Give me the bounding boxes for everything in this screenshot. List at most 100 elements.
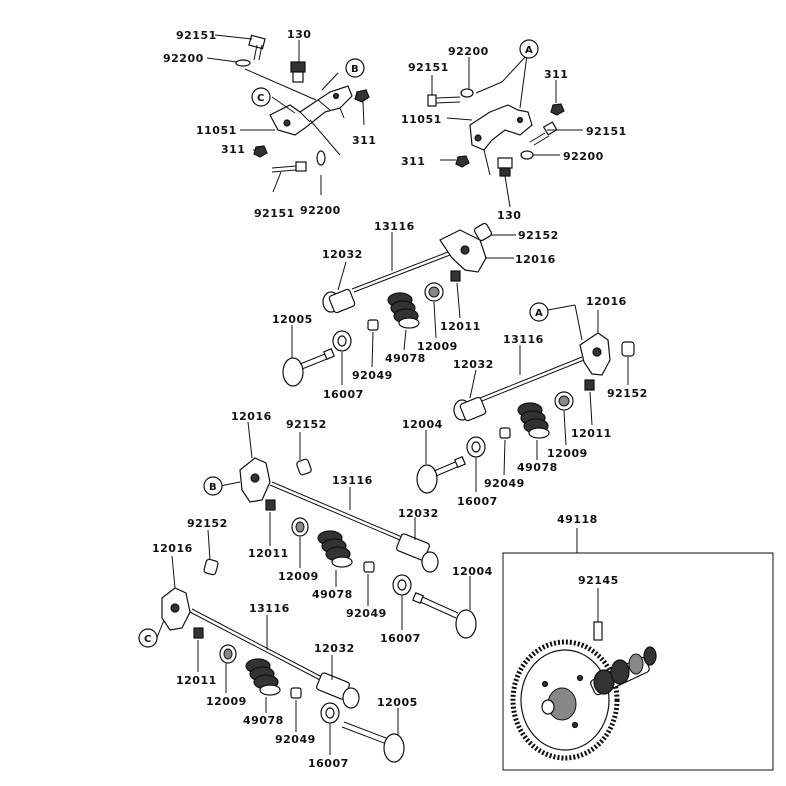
nut-12011-3 — [265, 499, 276, 511]
label-92049: 92049 — [275, 733, 316, 746]
collet-92049-1 — [367, 319, 379, 331]
nut-130-tr — [497, 157, 513, 177]
valve-spring-49078-4 — [245, 658, 281, 696]
label-92200: 92200 — [300, 204, 341, 217]
valve-12005-1 — [282, 348, 335, 387]
callout-letter-b-mid: B — [209, 482, 217, 493]
label-13116: 13116 — [503, 333, 544, 346]
label-92049: 92049 — [352, 369, 393, 382]
label-12009: 12009 — [278, 570, 319, 583]
label-311: 311 — [221, 143, 245, 156]
label-12009: 12009 — [206, 695, 247, 708]
top-right-lever-assembly — [427, 39, 583, 208]
tappet-12032-2 — [453, 396, 487, 422]
label-92200: 92200 — [448, 45, 489, 58]
label-130: 130 — [497, 209, 521, 222]
valve-12005-4 — [341, 721, 405, 763]
nut-130-top — [290, 61, 306, 83]
label-12032: 12032 — [314, 642, 355, 655]
valve-train-1 — [282, 222, 516, 387]
bolt-92151-lower — [271, 161, 307, 173]
nut-12011-1 — [450, 270, 461, 282]
nut-311-tr — [550, 103, 565, 116]
label-13116: 13116 — [332, 474, 373, 487]
label-16007: 16007 — [457, 495, 498, 508]
label-12009: 12009 — [417, 340, 458, 353]
label-311: 311 — [401, 155, 425, 168]
callout-c-top — [251, 87, 271, 107]
callout-letter-c-bot: C — [144, 634, 151, 645]
top-left-lever-assembly — [206, 34, 370, 195]
callout-letter-b-top: B — [351, 64, 359, 75]
label-12009: 12009 — [547, 447, 588, 460]
collet-92049-4 — [290, 687, 302, 699]
key-92145 — [593, 621, 603, 641]
label-49078: 49078 — [385, 352, 426, 365]
pin-92152-2 — [621, 341, 635, 357]
label-311: 311 — [352, 134, 376, 147]
label-49078: 49078 — [517, 461, 558, 474]
label-12032: 12032 — [322, 248, 363, 261]
washer-92200-top — [235, 59, 251, 67]
label-92151: 92151 — [586, 125, 627, 138]
label-92049: 92049 — [346, 607, 387, 620]
valve-train-3 — [203, 421, 477, 639]
valve-train-4 — [138, 529, 405, 763]
callout-a-mid — [529, 302, 549, 322]
callout-c-bot — [138, 628, 158, 648]
label-16007: 16007 — [380, 632, 421, 645]
label-92049: 92049 — [484, 477, 525, 490]
lever-bracket-11051-left — [269, 85, 353, 136]
nut-12011-4 — [193, 627, 204, 639]
callout-b-mid — [203, 476, 223, 496]
washer-92200-tr-lower — [520, 150, 534, 160]
nut-311-top-left — [253, 145, 268, 158]
valve-12004-2 — [416, 456, 466, 494]
callout-a-top — [519, 39, 539, 59]
label-130: 130 — [287, 28, 311, 41]
label-11051: 11051 — [401, 113, 442, 126]
valve-12004-3 — [412, 592, 477, 639]
bolt-92151-tr — [427, 94, 461, 107]
label-92152: 92152 — [518, 229, 559, 242]
nut-311-tr-lower — [455, 155, 470, 168]
label-13116: 13116 — [249, 602, 290, 615]
pin-92152-3 — [296, 458, 312, 476]
cam-gear — [510, 639, 620, 761]
label-12032: 12032 — [398, 507, 439, 520]
label-12004: 12004 — [402, 418, 443, 431]
label-92152: 92152 — [607, 387, 648, 400]
tappet-12032-1 — [322, 288, 356, 314]
push-rod-13116-3 — [269, 484, 401, 541]
valve-spring-49078-1 — [387, 292, 420, 329]
washer-92200-tr — [460, 88, 474, 98]
label-49078: 49078 — [312, 588, 353, 601]
collet-92049-3 — [363, 561, 375, 573]
pin-92152-4 — [203, 558, 219, 576]
label-12016: 12016 — [152, 542, 193, 555]
valve-spring-49078-2 — [517, 402, 550, 439]
label-12032: 12032 — [453, 358, 494, 371]
callout-letter-a-mid: A — [535, 308, 543, 319]
camshaft-assembly-49118 — [502, 528, 774, 771]
label-92151: 92151 — [254, 207, 295, 220]
label-12004: 12004 — [452, 565, 493, 578]
label-311: 311 — [544, 68, 568, 81]
label-12016: 12016 — [231, 410, 272, 423]
label-92152: 92152 — [187, 517, 228, 530]
camshaft-frame — [502, 552, 774, 771]
nut-12011-2 — [584, 379, 595, 391]
label-12016: 12016 — [515, 253, 556, 266]
valve-spring-49078-3 — [317, 530, 353, 568]
collet-92049-2 — [499, 427, 511, 439]
tappet-12032-3 — [396, 533, 439, 573]
label-11051: 11051 — [196, 124, 237, 137]
label-49118: 49118 — [557, 513, 598, 526]
washer-92200-lower — [316, 150, 326, 166]
pin-92152-1 — [473, 222, 493, 242]
nut-311-top-right — [354, 89, 370, 103]
tappet-12032-4 — [316, 672, 360, 709]
label-92145: 92145 — [578, 574, 619, 587]
label-12016: 12016 — [586, 295, 627, 308]
